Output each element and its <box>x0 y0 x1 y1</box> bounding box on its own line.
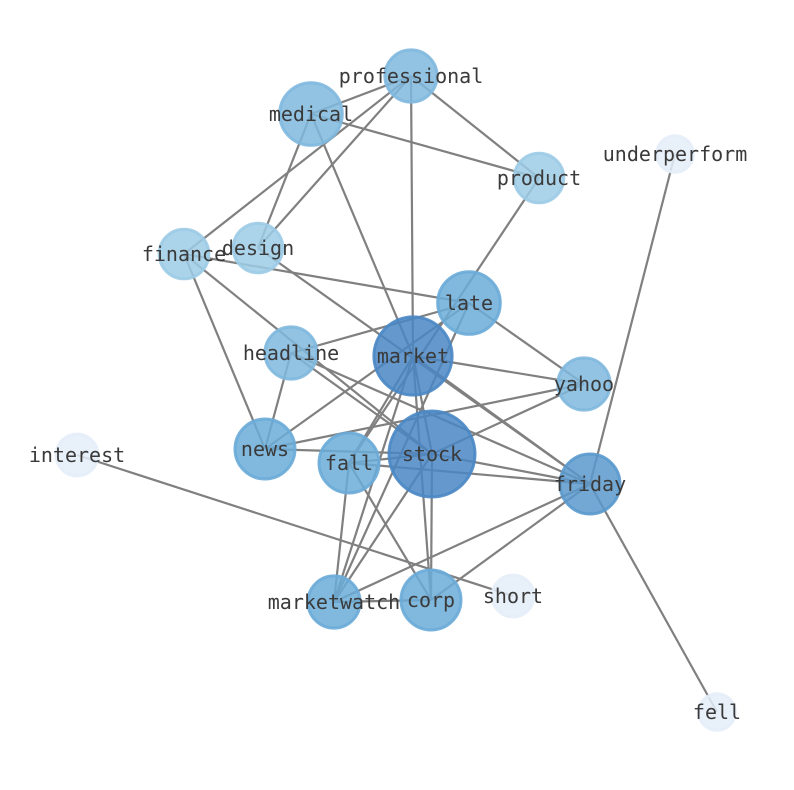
node-corp <box>399 568 463 632</box>
node-layer <box>54 48 737 732</box>
node-label-stock: stock <box>402 442 462 466</box>
node-marketwatch <box>306 574 362 630</box>
edge-friday-corp <box>430 483 591 601</box>
node-label-fell: fell <box>693 700 741 724</box>
node-short <box>490 573 536 619</box>
edge-finance-news <box>182 253 267 450</box>
node-label-product: product <box>497 166 581 190</box>
edge-underperform-friday <box>588 153 677 485</box>
node-label-late: late <box>445 291 493 315</box>
node-medical <box>278 81 344 147</box>
node-fall <box>317 431 381 495</box>
node-label-yahoo: yahoo <box>554 372 614 396</box>
edge-medical-market <box>309 113 415 357</box>
node-finance <box>157 227 211 281</box>
edge-medical-product <box>310 112 540 180</box>
node-label-interest: interest <box>29 443 125 467</box>
edge-friday-marketwatch <box>333 483 591 603</box>
edge-friday-fell <box>589 483 718 713</box>
edge-professional-market <box>409 75 415 357</box>
node-label-finance: finance <box>142 242 226 266</box>
edge-layer <box>76 74 718 713</box>
edge-finance-late <box>183 252 470 305</box>
node-stock <box>387 409 477 499</box>
edge-professional-design <box>257 75 412 249</box>
node-label-news: news <box>241 437 289 461</box>
node-label-friday: friday <box>554 472 626 496</box>
node-label-professional: professional <box>339 64 484 88</box>
node-market <box>372 315 454 397</box>
node-headline <box>263 325 319 381</box>
edge-professional-finance <box>183 75 412 255</box>
node-yahoo <box>556 356 612 412</box>
node-label-short: short <box>483 584 543 608</box>
node-underperform <box>655 134 695 174</box>
node-label-headline: headline <box>243 341 339 365</box>
node-professional <box>383 48 439 104</box>
node-label-design: design <box>222 236 294 260</box>
node-label-medical: medical <box>269 102 353 126</box>
node-label-market: market <box>377 344 449 368</box>
node-friday <box>558 452 622 516</box>
node-interest <box>54 432 100 478</box>
node-label-corp: corp <box>407 588 455 612</box>
node-news <box>233 417 297 481</box>
node-late <box>436 270 502 336</box>
node-label-marketwatch: marketwatch <box>268 590 400 614</box>
node-label-fall: fall <box>325 451 373 475</box>
node-fell <box>697 692 737 732</box>
label-layer: professional medical product underperform fi… <box>29 64 747 724</box>
node-label-underperform: underperform <box>603 142 748 166</box>
node-product <box>512 151 566 205</box>
node-design <box>231 221 285 275</box>
